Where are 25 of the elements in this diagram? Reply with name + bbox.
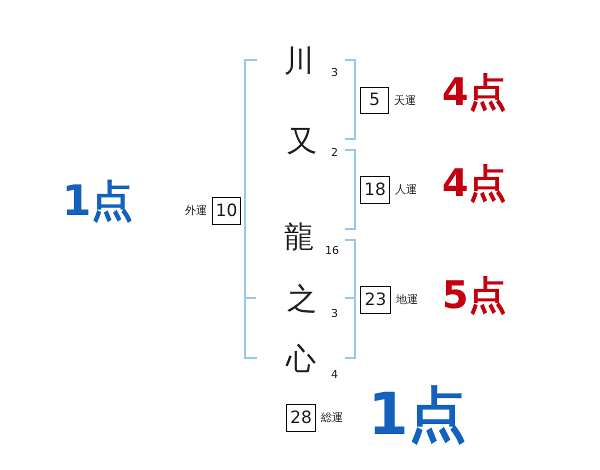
fortune-label: 人運 xyxy=(395,184,417,195)
number-box: 23 xyxy=(360,286,391,314)
score-text: 4点 xyxy=(442,73,506,111)
fortune-label: 地運 xyxy=(396,294,418,305)
number-box: 10 xyxy=(212,197,241,225)
score-text: 1点 xyxy=(62,180,134,222)
fortune-label: 天運 xyxy=(394,94,416,106)
stroke-count: 16 xyxy=(325,245,339,256)
stroke-count: 4 xyxy=(331,369,338,380)
name-character: 之 xyxy=(287,285,317,315)
stroke-count: 2 xyxy=(331,147,338,158)
score-text: 1点 xyxy=(368,385,466,443)
number-box: 5 xyxy=(360,87,389,114)
score-text: 5点 xyxy=(442,276,506,314)
name-character: 龍 xyxy=(284,223,314,253)
name-character: 心 xyxy=(286,345,316,375)
score-text: 4点 xyxy=(442,164,506,202)
fortune-label: 外運 xyxy=(185,205,207,216)
fortune-label: 総運 xyxy=(321,412,343,423)
number-box: 18 xyxy=(360,176,390,204)
name-character: 川 xyxy=(284,47,314,77)
stroke-count: 3 xyxy=(331,67,338,78)
stroke-count: 3 xyxy=(331,308,338,319)
name-character: 又 xyxy=(287,127,317,157)
number-box: 28 xyxy=(286,404,316,432)
